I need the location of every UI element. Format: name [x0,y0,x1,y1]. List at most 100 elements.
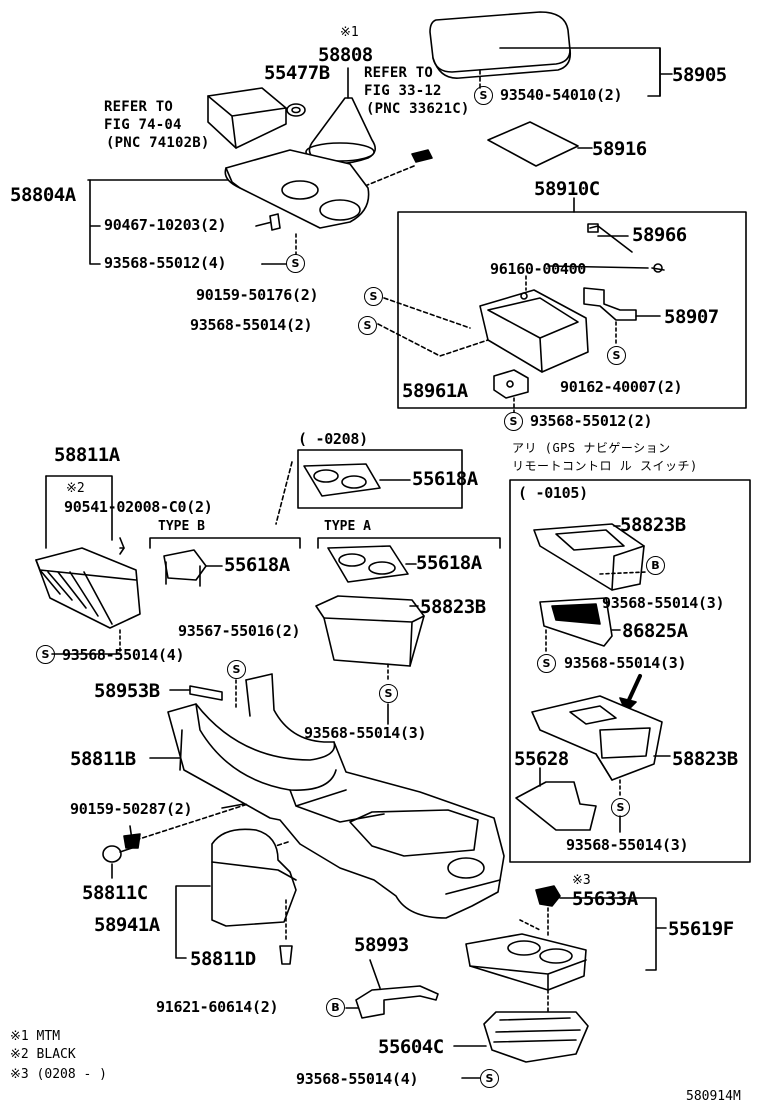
clip-58811d-drawing [279,945,293,965]
bracket-type-a [317,537,501,549]
part-93568-55014-2[interactable]: 93568-55014(2) [190,316,313,334]
part-58811d[interactable]: 58811D [190,948,256,970]
bracket-58907-drawing [583,287,637,321]
part-55619f[interactable]: 55619F [668,918,734,940]
part-55618a-type-b[interactable]: 55618A [224,554,290,576]
leader-line [377,323,489,357]
type-a-label: TYPE A [324,519,371,534]
bracket-58910c-drawing [479,289,589,373]
refer-fig-74-line1: REFER TO [104,99,174,115]
part-90541-02008-c0[interactable]: 90541-02008-C0(2) [64,498,213,516]
part-93568-55014-4-bottom[interactable]: 93568-55014(4) [296,1070,419,1088]
part-58811a[interactable]: 58811A [54,444,120,466]
bezel-58823b-drawing [533,523,645,591]
bracket-58811a [45,475,113,541]
part-91621-60614[interactable]: 91621-60614(2) [156,998,279,1016]
arrow-line [626,674,642,704]
part-58953b[interactable]: 58953B [94,680,160,702]
part-93568-55014-3-gps-2[interactable]: 93568-55014(3) [564,654,687,672]
storage-box-mid-drawing [315,595,425,667]
leader-line [255,221,273,227]
part-55633a[interactable]: 55633A [572,888,638,910]
part-55477b[interactable]: 55477B [264,62,330,84]
s-symbol: S [474,86,493,105]
part-58804a[interactable]: 58804A [10,184,76,206]
part-58907[interactable]: 58907 [664,306,719,328]
bolt-head [587,223,599,233]
s-symbol: S [286,254,305,273]
part-93568-55012-4[interactable]: 93568-55012(4) [104,254,227,272]
trim-strip-drawing [189,685,223,701]
part-96160-00400[interactable]: 96160-00400 [490,260,587,278]
part-58941a[interactable]: 58941A [94,914,160,936]
part-55618a-top[interactable]: 55618A [412,468,478,490]
part-58993[interactable]: 58993 [354,934,409,956]
screw-90159-drawing [123,833,141,849]
part-58808[interactable]: 58808 [318,44,373,66]
s-symbol: S [537,654,556,673]
s-symbol: S [504,412,523,431]
armrest-lid-drawing [429,11,572,79]
note-mark-1: ※1 [340,25,359,40]
part-86825a[interactable]: 86825A [622,620,688,642]
refer-fig-33-line3: (PNC 33621C) [366,101,470,117]
part-93540-54010[interactable]: 93540-54010(2) [500,86,623,104]
part-58966[interactable]: 58966 [632,224,687,246]
part-55618a-type-a[interactable]: 55618A [416,552,482,574]
clip-drawing [269,213,281,231]
part-93568-55014-3-gps-1[interactable]: 93568-55014(3) [602,594,725,612]
part-93568-55014-3-mid[interactable]: 93568-55014(3) [304,724,427,742]
leader-line [359,165,415,189]
part-93568-55014-3-gps-3[interactable]: 93568-55014(3) [566,836,689,854]
box-58910c [397,211,747,409]
box-0208 [297,449,463,509]
s-symbol: S [358,316,377,335]
leader-line [221,803,245,809]
bolt-drawing [589,225,633,253]
part-58916[interactable]: 58916 [592,138,647,160]
s-symbol: S [227,660,246,679]
leader-line [599,571,647,575]
part-58905[interactable]: 58905 [672,64,727,86]
part-58823b-gps-bezel[interactable]: 58823B [620,514,686,536]
range-0105: ( -0105) [518,484,588,502]
note-mark-3: ※3 [572,873,591,888]
pad-drawing [487,121,579,167]
part-58811b[interactable]: 58811B [70,748,136,770]
refer-fig-74-line2[interactable]: FIG 74-04 [104,117,182,133]
bracket-58905-b [647,47,673,97]
refer-fig-33-line1: REFER TO [364,65,434,81]
part-90162-40007[interactable]: 90162-40007(2) [560,378,683,396]
leader-line [369,959,381,989]
part-93567-55016[interactable]: 93567-55016(2) [178,622,301,640]
leader-line [383,297,471,329]
s-symbol: S [607,346,626,365]
part-55604c[interactable]: 55604C [378,1036,444,1058]
part-93568-55012-2[interactable]: 93568-55012(2) [530,412,653,430]
refer-fig-33-line2[interactable]: FIG 33-12 [364,83,442,99]
cup-holder-b-drawing [163,549,207,587]
part-58823b-gps-tray[interactable]: 58823B [672,748,738,770]
part-90159-50287[interactable]: 90159-50287(2) [70,800,193,818]
switch-module-drawing [35,547,141,629]
nut-drawing [653,263,663,273]
part-58961a[interactable]: 58961A [402,380,468,402]
gps-note-line1: アリ (GPS ナビゲーション [512,441,671,455]
bracket-type-b [149,537,301,549]
switch-86825a-drawing [539,597,613,647]
legend-2: ※2 BLACK [10,1047,76,1062]
part-58823b-mid[interactable]: 58823B [420,596,486,618]
part-90467-10203[interactable]: 90467-10203(2) [104,216,227,234]
part-58910c[interactable]: 58910C [534,178,600,200]
legend-3: ※3 (0208 - ) [10,1067,107,1082]
part-90159-50176[interactable]: 90159-50176(2) [196,286,319,304]
leader-line [135,803,249,841]
part-55628[interactable]: 55628 [514,748,569,770]
bracket-58993-drawing [355,985,439,1019]
tray-58823b-drawing [531,695,663,781]
clip-55633a-drawing [535,885,561,907]
part-93568-55014-4-left[interactable]: 93568-55014(4) [62,646,185,664]
part-58811c[interactable]: 58811C [82,882,148,904]
